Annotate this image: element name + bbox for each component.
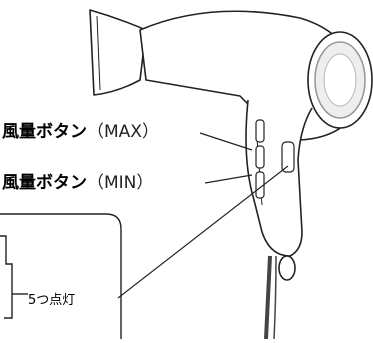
side-switch <box>281 141 295 173</box>
inset-indicator-bracket <box>0 235 13 319</box>
hang-loop <box>278 255 296 281</box>
leader-min <box>204 174 253 184</box>
min-button <box>255 145 265 169</box>
leader-max <box>199 132 253 151</box>
inset-panel-outline <box>0 213 122 339</box>
five-lights-label: 5つ点灯 <box>28 293 76 308</box>
controls <box>255 119 295 199</box>
cord <box>264 255 272 340</box>
inset-panel <box>0 213 122 339</box>
leader-lines <box>117 132 289 299</box>
nozzle <box>89 9 147 96</box>
min-button-label: 風量ボタン（MIN） <box>2 173 154 193</box>
max-button <box>255 119 265 143</box>
dryer-body <box>89 9 373 340</box>
leader-five <box>117 165 289 299</box>
max-button-label: 風量ボタン（MAX） <box>2 122 159 142</box>
